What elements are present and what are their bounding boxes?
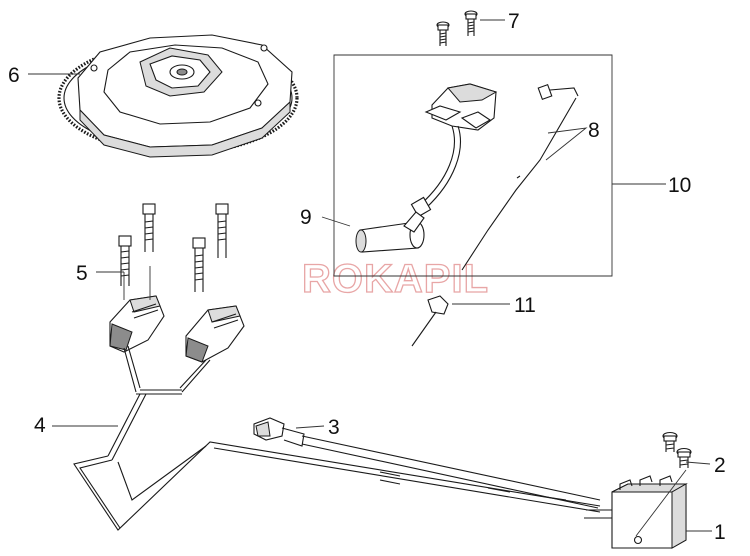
callout-7: 7	[508, 10, 520, 33]
ignition-coil	[410, 83, 498, 218]
callout-11: 11	[514, 294, 536, 317]
connector-harness	[253, 417, 601, 509]
pickup-screws	[118, 203, 229, 292]
watermark: ROKAPIL	[302, 257, 489, 301]
callout-2: 2	[714, 454, 726, 477]
screws-pair-top	[436, 10, 478, 46]
cable-clip	[411, 295, 449, 347]
callout-5: 5	[76, 262, 88, 285]
pickup-coil-right	[185, 305, 245, 363]
pickup-coil-left	[109, 295, 165, 353]
kill-wire	[461, 83, 579, 271]
voltage-regulator	[584, 475, 688, 549]
assembly-outline	[333, 54, 613, 277]
spark-plug-cap	[355, 211, 425, 253]
callout-1: 1	[714, 521, 726, 544]
leader-lines	[28, 19, 712, 537]
callout-labels: 6 7 8 10 9 5 11 4 3 2 1	[8, 10, 726, 544]
flywheel	[57, 34, 299, 158]
callout-9: 9	[300, 206, 312, 229]
callout-10: 10	[668, 174, 691, 197]
main-wiring-harness	[73, 345, 601, 531]
callout-8: 8	[588, 119, 600, 142]
callout-6: 6	[8, 64, 20, 87]
callout-4: 4	[34, 414, 46, 437]
regulator-screws	[662, 431, 692, 468]
callout-3: 3	[328, 416, 340, 439]
